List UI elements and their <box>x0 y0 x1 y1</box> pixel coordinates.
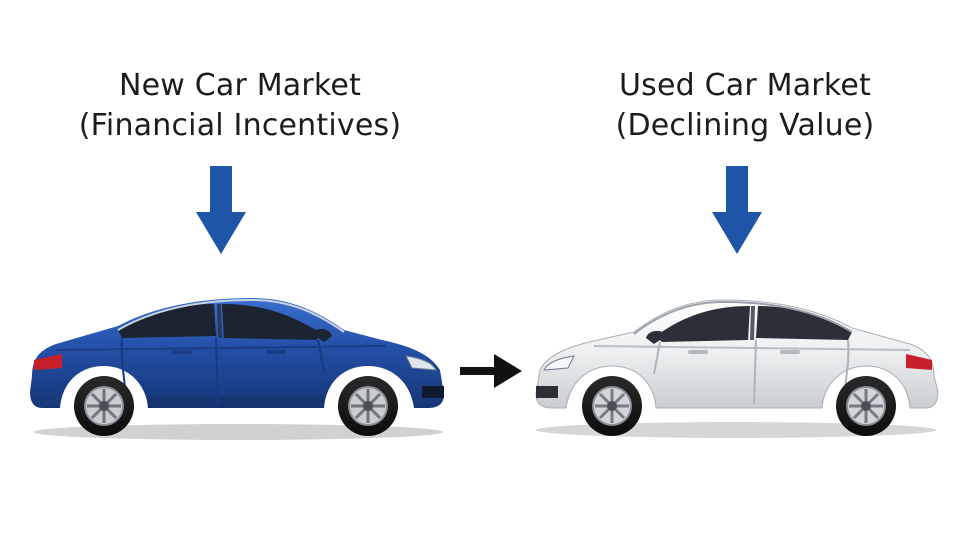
used-car-market-subtitle: (Declining Value) <box>615 108 875 143</box>
used-car-image <box>535 299 939 438</box>
new-car-market-heading: New Car Market (Financial Incentives) <box>50 66 430 146</box>
new-car-market-subtitle: (Financial Incentives) <box>78 108 402 143</box>
arrow-down-icon <box>196 166 246 254</box>
arrow-right-icon <box>460 354 522 388</box>
new-car-image <box>30 298 444 440</box>
used-car-market-heading: Used Car Market (Declining Value) <box>545 66 945 146</box>
used-car-market-title: Used Car Market <box>619 68 871 103</box>
new-car-market-title: New Car Market <box>118 68 362 103</box>
arrow-down-icon <box>712 166 762 254</box>
